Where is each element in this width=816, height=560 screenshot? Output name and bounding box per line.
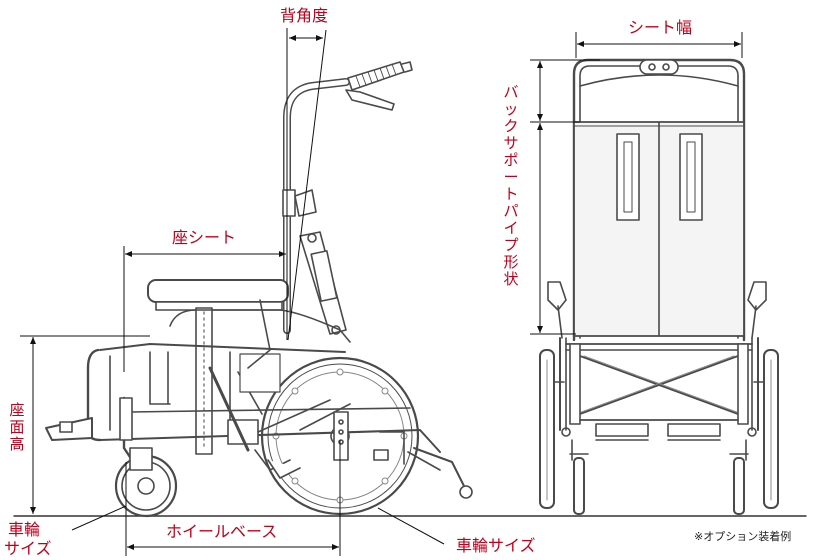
front-caster [114, 396, 178, 518]
back-angle-label: 背角度 [280, 6, 329, 25]
seat-frame [86, 299, 441, 479]
footrest [45, 417, 93, 441]
front-lower-frame [559, 337, 759, 461]
side-view-wheelchair [13, 61, 807, 518]
back-angle-tilt-ref [287, 29, 327, 341]
seat-cushion [147, 279, 289, 311]
front-view-wheelchair [539, 58, 779, 515]
side-dimension-lines [20, 28, 445, 556]
push-handle-grip [347, 61, 413, 91]
backrest-pipe-shape-label: バックサポートパイプ形状 [503, 83, 519, 288]
caster-size-label-line2: サイズ [4, 539, 52, 558]
seat-width-label: シート幅 [628, 18, 693, 37]
front-dimension-lines [530, 32, 743, 335]
brake-lever [345, 89, 395, 111]
caster-size-label-line1: 車輪 [8, 520, 41, 539]
caster-size-leader [71, 505, 127, 531]
recline-mechanism [294, 189, 347, 335]
front-side-brakes [547, 281, 767, 339]
optional-equipment-note: ※オプション装着例 [694, 530, 792, 543]
wheel-size-leader [377, 507, 445, 545]
wheelbase-label: ホイールベース [166, 522, 278, 541]
anti-tipper [373, 447, 473, 499]
wheel-size-label: 車輪サイズ [456, 536, 536, 555]
seat-height-label: 座面高 [9, 401, 25, 453]
axle-plate [333, 411, 405, 465]
front-casters [569, 453, 749, 515]
back-support-panel [572, 58, 746, 342]
seat-depth-label: 座シート [172, 228, 237, 247]
front-rear-wheels [539, 349, 779, 509]
